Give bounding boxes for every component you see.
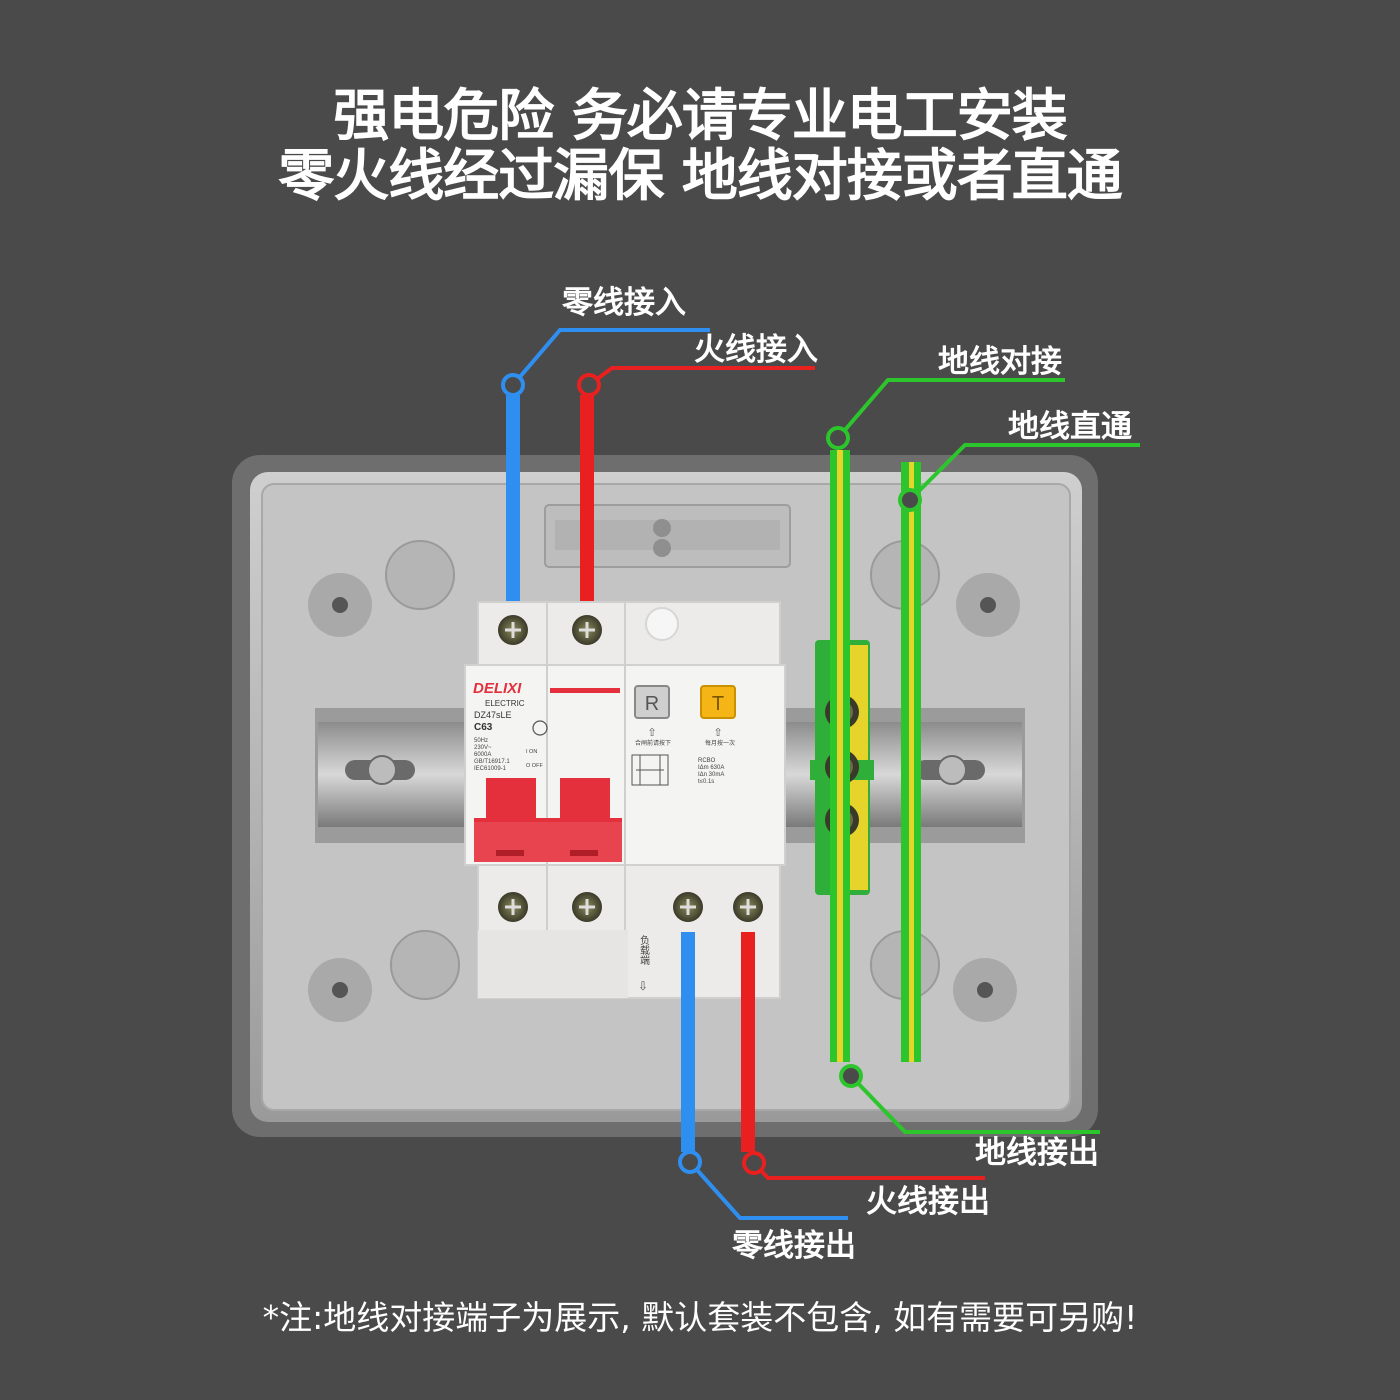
- breaker-toggle-handle[interactable]: [548, 778, 622, 862]
- spec-line: IEC61009-1: [474, 766, 507, 772]
- down-arrow-icon: ⇩: [638, 979, 648, 993]
- earth-through-marker: [898, 488, 922, 512]
- live-in-marker: [577, 373, 601, 397]
- headline-line-1: 强电危险 务必请专业电工安装: [333, 84, 1068, 149]
- load-side-label: 负载端: [638, 934, 650, 966]
- label-earth-join: 地线对接: [938, 344, 1062, 380]
- mounting-post-top-left: [308, 540, 455, 637]
- breaker-toggle-handle[interactable]: [474, 778, 548, 862]
- reset-button[interactable]: R: [634, 685, 670, 719]
- test-caption: 每月按一次: [705, 739, 735, 747]
- earth-join-marker: [826, 426, 850, 450]
- earth-out-marker: [839, 1064, 863, 1088]
- circuit-schematic-icon: [631, 754, 669, 786]
- ccc-mark-icon: [532, 720, 548, 736]
- earth-through-wire: [901, 462, 921, 1062]
- rating-label: C63: [474, 722, 493, 733]
- live-in-leader: [587, 366, 815, 387]
- spec-lines: 50Hz 230V~ 6000A GB/T16917.1 IEC61009-1: [474, 738, 510, 772]
- label-live-in: 火线接入: [694, 332, 818, 368]
- rcbo-spec-line: IΔn 30mA: [698, 772, 724, 778]
- test-button[interactable]: T: [700, 685, 736, 719]
- neutral-out-marker: [678, 1150, 702, 1174]
- earth-through-leader: [908, 443, 1140, 502]
- label-earth-through: 地线直通: [1008, 409, 1132, 445]
- earth-join-leader: [836, 378, 1065, 440]
- test-button-label: T: [712, 693, 724, 715]
- brand-subtitle: ELECTRIC: [485, 699, 525, 708]
- spec-line: 230V~: [474, 745, 492, 751]
- on-indicator: I ON: [526, 749, 537, 755]
- up-arrow-icon: ⇧: [647, 726, 656, 739]
- reset-caption: 合闸前请按下: [635, 739, 671, 747]
- terminal-screw: [498, 892, 528, 922]
- label-neutral-out: 零线接出: [732, 1228, 856, 1264]
- off-indicator: O OFF: [526, 763, 543, 769]
- rcbo-spec-line: t≤0.1s: [698, 779, 714, 785]
- label-neutral-in: 零线接入: [562, 285, 686, 321]
- label-live-out: 火线接出: [866, 1184, 990, 1220]
- terminal-screw: [673, 892, 703, 922]
- headline-line-2: 零火线经过漏保 地线对接或者直通: [278, 144, 1123, 209]
- earth-join-wire: [830, 450, 850, 1062]
- spec-line: GB/T16917.1: [474, 759, 510, 765]
- terminal-screw: [572, 615, 602, 645]
- rcbo-breaker: DELIXI ELECTRIC DZ47sLE C63 50Hz 230V~ 6…: [464, 601, 786, 999]
- spec-line: 50Hz: [474, 738, 488, 744]
- spec-line: 6000A: [474, 752, 491, 758]
- up-arrow-icon: ⇧: [713, 726, 722, 739]
- live-out-leader: [752, 1161, 985, 1180]
- reset-button-label: R: [645, 693, 659, 715]
- earth-out-leader: [849, 1074, 1100, 1134]
- model-label: DZ47sLE: [474, 710, 512, 720]
- footnote: *注:地线对接端子为展示, 默认套装不包含, 如有需要可另购!: [262, 1298, 1138, 1337]
- label-earth-out: 地线接出: [975, 1135, 1099, 1171]
- rcbo-spec-line: RCBO: [698, 758, 716, 764]
- neutral-in-leader: [511, 328, 710, 387]
- live-out-marker: [742, 1151, 766, 1175]
- brand-logo: DELIXI: [473, 680, 522, 697]
- rcbo-spec-lines: RCBO IΔm 630A IΔn 30mA t≤0.1s: [698, 758, 724, 785]
- terminal-screw: [733, 892, 763, 922]
- terminal-screw: [572, 892, 602, 922]
- rcbo-spec-line: IΔm 630A: [698, 765, 724, 771]
- mounting-post-bottom-left: [308, 930, 460, 1022]
- neutral-in-marker: [501, 373, 525, 397]
- neutral-out-leader: [688, 1160, 848, 1220]
- terminal-screw: [498, 615, 528, 645]
